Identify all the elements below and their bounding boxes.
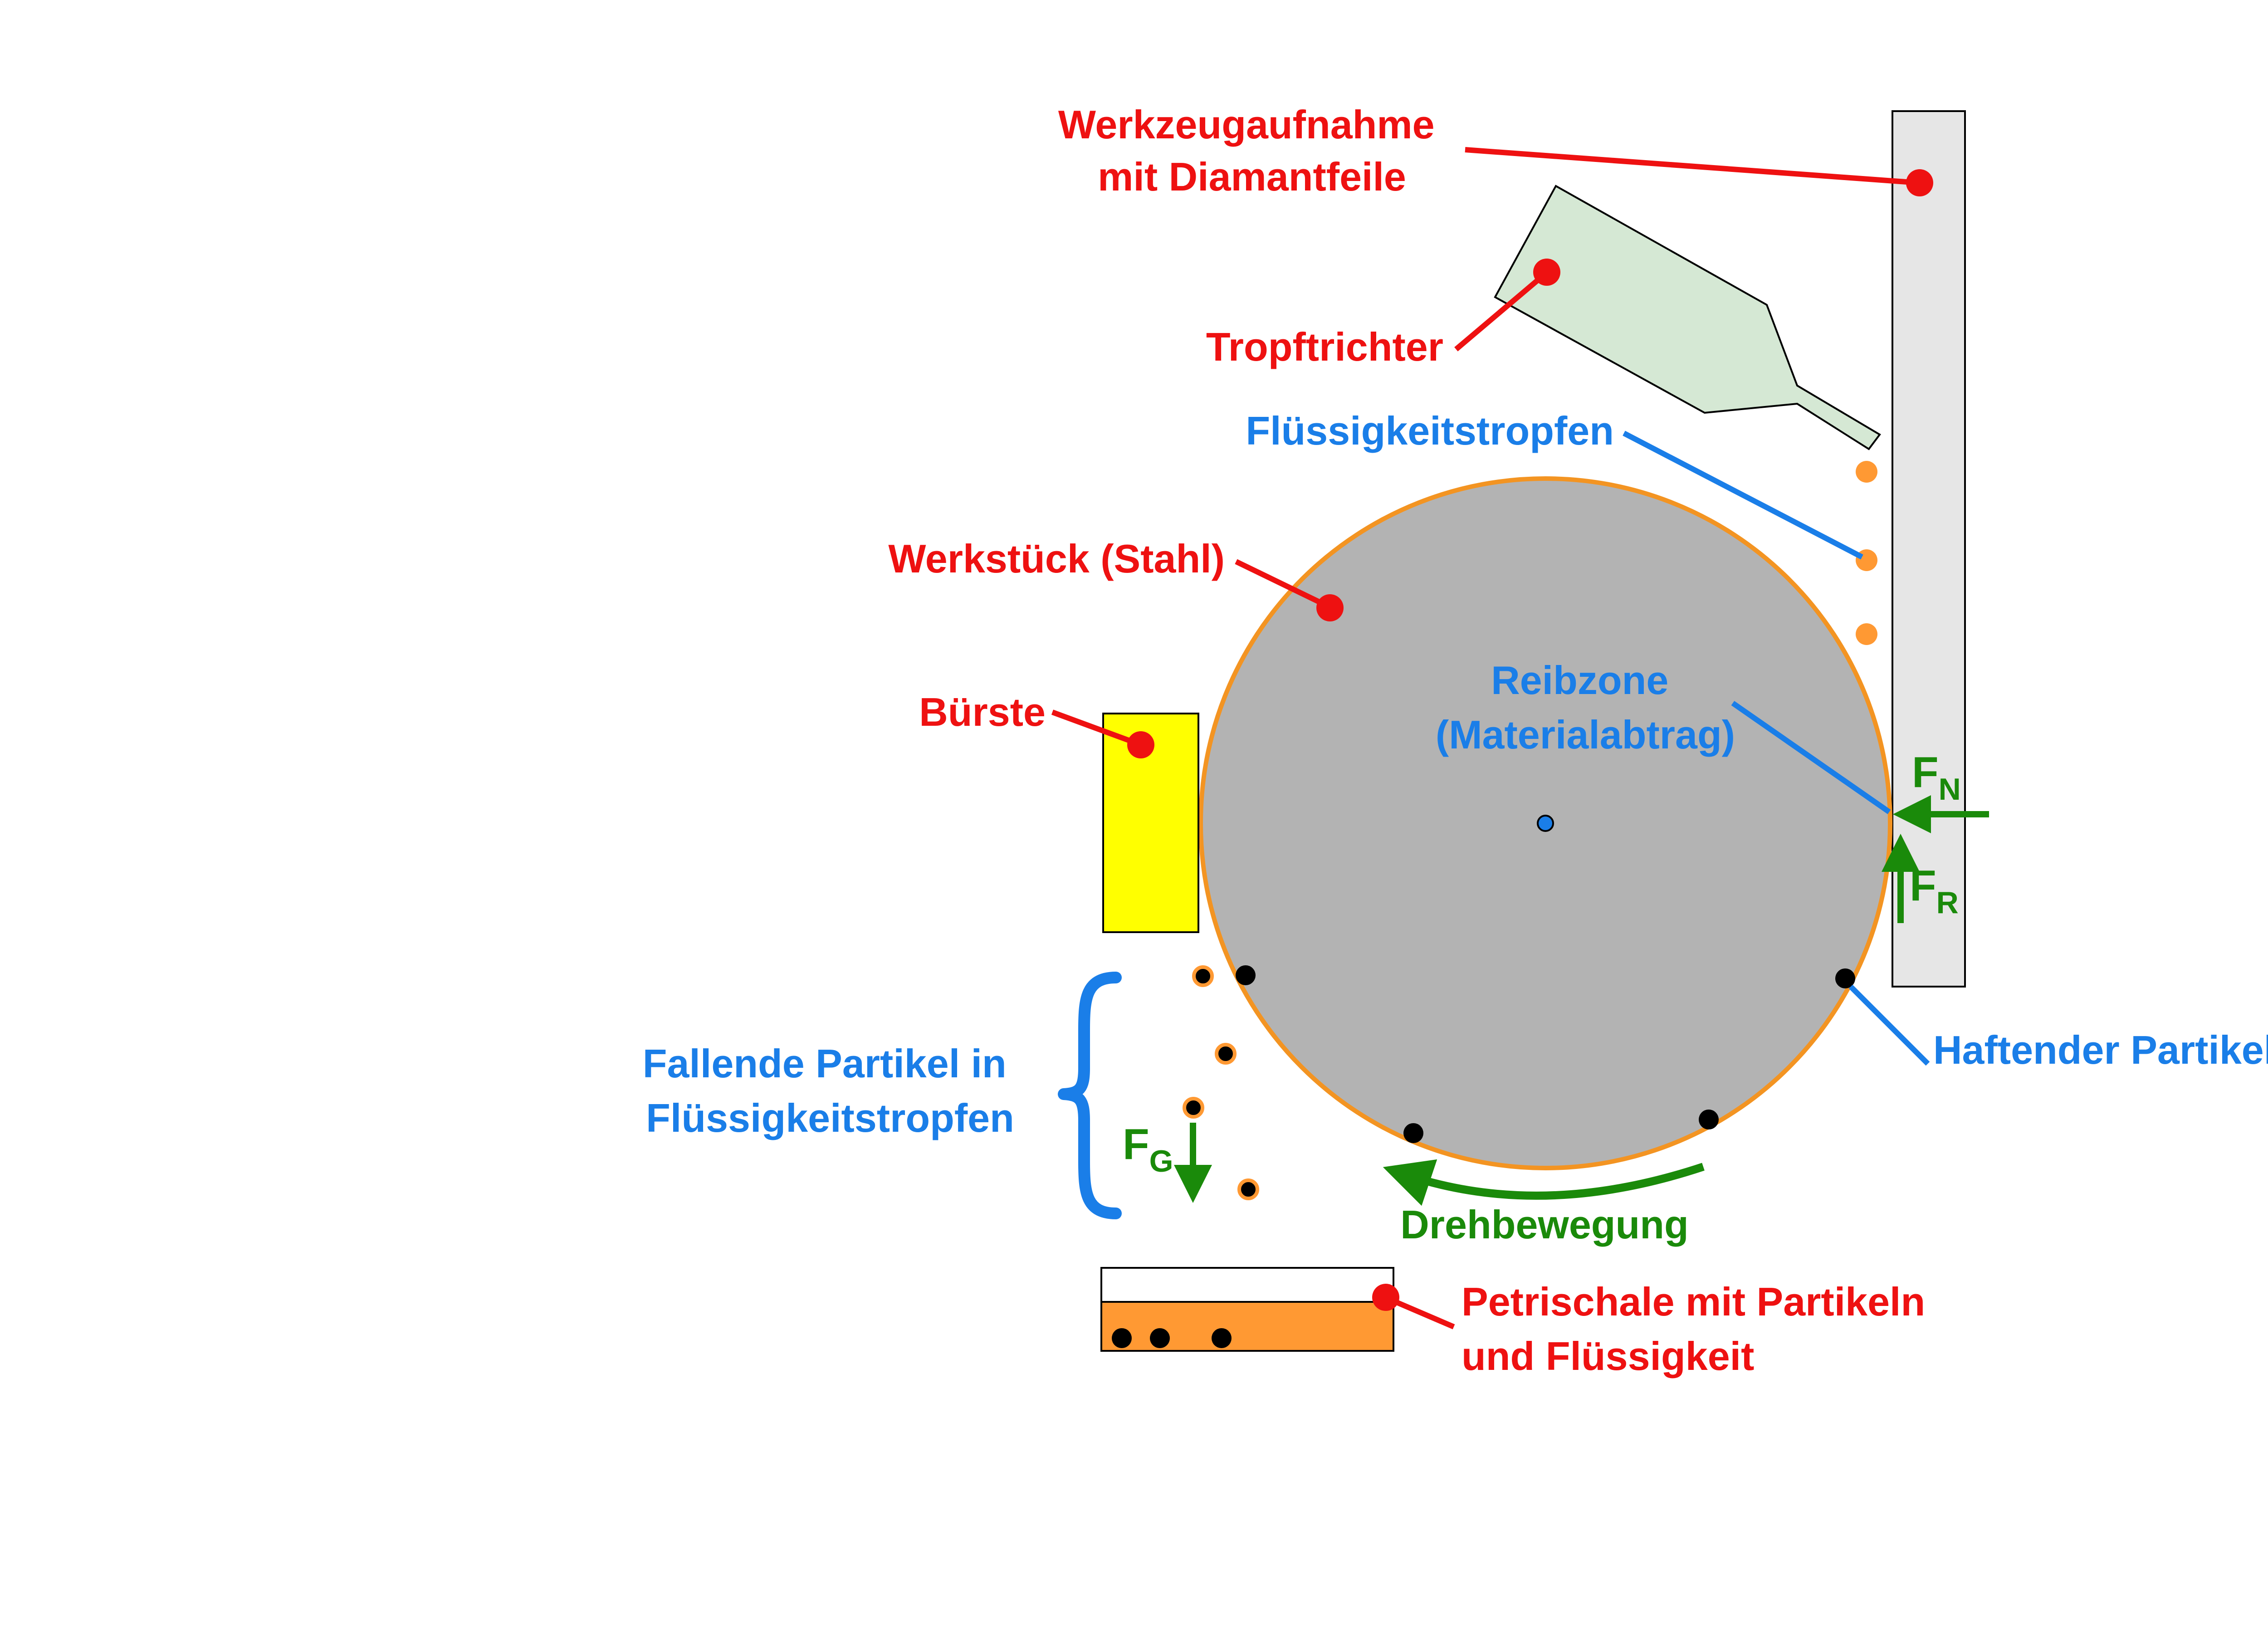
tool-holder-leader [1465, 147, 1919, 186]
falling-particle [1183, 1097, 1204, 1119]
liquid-droplet [1856, 623, 1877, 645]
sediment-particle [1150, 1328, 1170, 1348]
funnel-label: Tropftrichter [1206, 324, 1443, 369]
brush-leader [1051, 709, 1140, 747]
liquid-droplet [1856, 461, 1877, 483]
workpiece-center [1537, 815, 1554, 832]
petri-dish-label: Petrischale mit Partikeln und Flüssigkei… [1461, 1279, 1936, 1379]
tool-holder-label: Werkzeugaufnahme mit Diamantfeile [1058, 102, 1446, 199]
workpiece-label: Werkstück (Stahl) [888, 536, 1225, 581]
funnel-leader [1454, 272, 1546, 352]
falling-particle [1215, 1043, 1237, 1065]
rotation-label: Drehbewegung [1400, 1202, 1689, 1247]
adhering-particle [1835, 968, 1855, 988]
falling-particle [1192, 965, 1214, 987]
adhering-particle-label: Haftender Partikel [1933, 1027, 2268, 1072]
gravity-force-label: FG [1123, 1120, 1173, 1178]
petri-dish-liquid [1102, 1302, 1393, 1350]
workpiece-leader [1235, 559, 1328, 608]
workpiece-dot [1316, 594, 1344, 621]
rotation-arrow [1383, 1159, 1705, 1206]
friction-force-label: FR [1910, 861, 1959, 920]
petri-dish-dot [1372, 1284, 1399, 1311]
funnel-dot [1533, 259, 1560, 286]
falling-particles-label: Fallende Partikel in Flüssigkeitstropfen [643, 1041, 1018, 1140]
normal-force-label: FN [1912, 748, 1961, 807]
adhering-particle-leader [1848, 984, 1930, 1066]
adhering-particle [1236, 965, 1256, 985]
friction-zone-label: Reibzone (Materialabtrag) [1436, 658, 1735, 757]
falling-particle [1237, 1178, 1259, 1200]
sediment-particle [1212, 1328, 1232, 1348]
drip-funnel [1494, 185, 1881, 450]
droplets-label: Flüssigkeitstropfen [1246, 408, 1614, 453]
adhering-particle [1699, 1110, 1719, 1129]
brush-label: Bürste [919, 689, 1046, 734]
falling-particles-brace [1058, 972, 1122, 1219]
tool-holder-dot [1906, 169, 1933, 196]
petri-dish-leader [1386, 1296, 1455, 1330]
adhering-particle [1403, 1123, 1423, 1143]
droplets-leader [1623, 430, 1863, 560]
sediment-particle [1112, 1328, 1132, 1348]
brush-dot [1127, 731, 1154, 758]
friction-zone-leader [1731, 701, 1891, 814]
